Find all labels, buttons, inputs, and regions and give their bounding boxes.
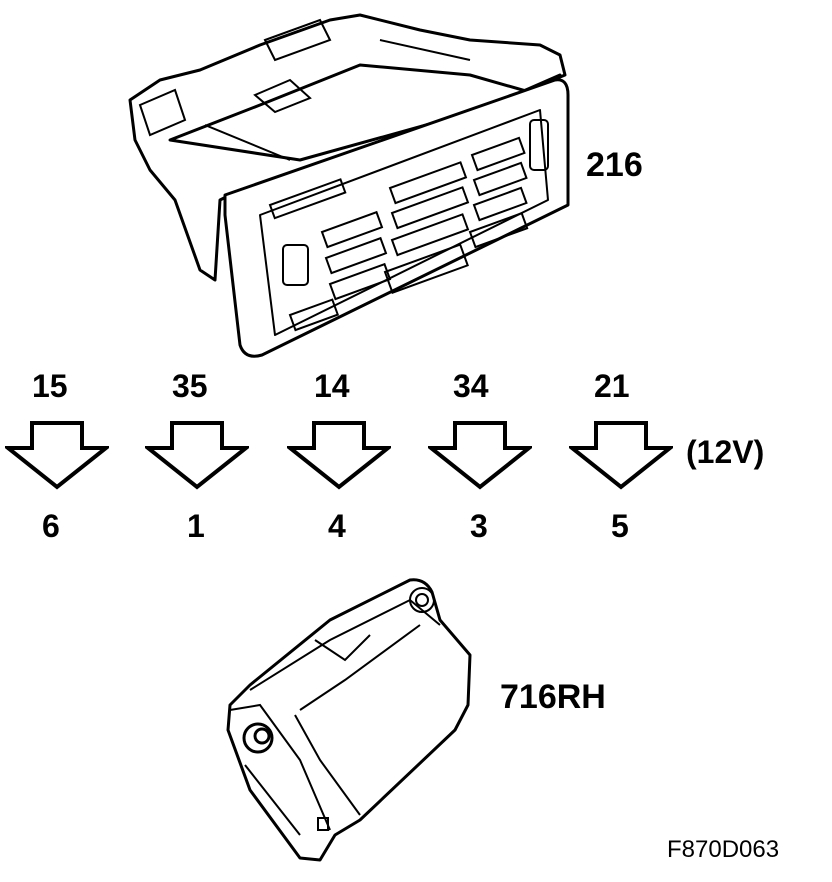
from-pin-label: 21 bbox=[594, 368, 630, 404]
down-arrow-icon bbox=[287, 421, 391, 490]
down-arrow-icon bbox=[145, 421, 249, 490]
down-arrow-icon bbox=[428, 421, 532, 490]
to-pin-label: 3 bbox=[470, 508, 488, 544]
from-pin-label: 35 bbox=[172, 368, 208, 404]
from-pin-label: 15 bbox=[32, 368, 68, 404]
actuator-label: 716RH bbox=[500, 678, 606, 716]
to-pin-label: 6 bbox=[42, 508, 60, 544]
panel-label: 216 bbox=[586, 146, 643, 184]
to-pin-label: 1 bbox=[187, 508, 205, 544]
from-pin-label: 14 bbox=[314, 368, 350, 404]
down-arrow-icon bbox=[5, 421, 109, 490]
down-arrow-icon bbox=[569, 421, 673, 490]
figure-reference: F870D063 bbox=[667, 836, 780, 863]
to-pin-label: 5 bbox=[611, 508, 629, 544]
to-pin-label: 4 bbox=[328, 508, 346, 544]
voltage-note: (12V) bbox=[686, 434, 765, 470]
from-pin-label: 34 bbox=[453, 368, 489, 404]
